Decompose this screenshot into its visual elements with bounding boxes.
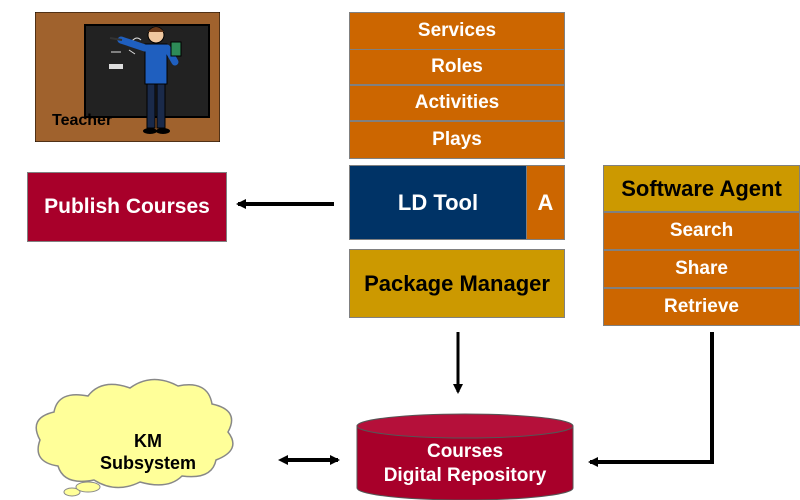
km-label: KM Subsystem xyxy=(88,430,208,474)
publish-courses-box: Publish Courses xyxy=(27,172,227,242)
teacher-picture xyxy=(34,11,221,143)
plays-box: Plays xyxy=(349,121,565,159)
software-agent-title: Software Agent xyxy=(603,165,800,212)
roles-box: Roles xyxy=(349,49,565,85)
package-manager-box: Package Manager xyxy=(349,249,565,318)
teacher-label: Teacher xyxy=(52,112,113,129)
km-line2: Subsystem xyxy=(99,453,197,473)
repository-line2: Digital Repository xyxy=(383,465,547,486)
repository-label: Courses Digital Repository xyxy=(357,440,573,488)
teacher-illustration xyxy=(34,11,221,143)
km-cloud xyxy=(35,378,234,497)
activities-box: Activities xyxy=(349,85,565,121)
search-box: Search xyxy=(603,212,800,250)
arrow-agent-to-repository xyxy=(588,332,714,467)
repository-line1: Courses xyxy=(426,441,504,462)
repository-cylinder xyxy=(356,413,574,500)
agent-badge: A xyxy=(526,165,565,240)
km-line1: KM xyxy=(134,431,162,451)
retrieve-box: Retrieve xyxy=(603,288,800,326)
share-box: Share xyxy=(603,250,800,288)
